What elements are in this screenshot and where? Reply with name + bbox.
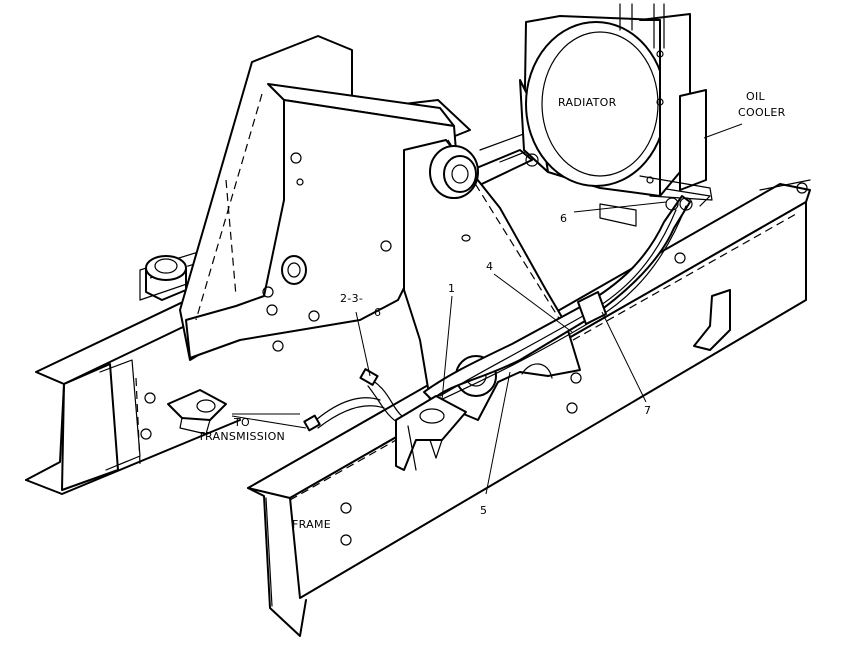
leader-lines	[231, 201, 667, 495]
text-labels: RADIATOR OIL COOLER TO TRANSMISSION FRAM…	[197, 90, 786, 531]
hose-assembly	[423, 195, 693, 405]
a-frame-support	[179, 35, 471, 361]
callout-7: 7	[644, 404, 651, 417]
label-radiator: RADIATOR	[558, 96, 617, 109]
label-oil-cooler-line2: COOLER	[738, 106, 786, 119]
callout-2-3-6-tail: 6	[374, 306, 381, 319]
callout-6: 6	[560, 212, 567, 225]
label-frame: FRAME	[292, 518, 331, 531]
callout-1: 1	[448, 282, 455, 295]
label-oil-cooler-line1: OIL	[746, 90, 766, 103]
oil-cooler	[639, 89, 743, 201]
callout-5: 5	[480, 504, 487, 517]
label-transmission: TRANSMISSION	[197, 430, 285, 443]
mounting-bracket	[395, 395, 467, 471]
transmission-mount-pad	[167, 389, 227, 435]
radiator	[519, 3, 691, 227]
label-to: TO	[233, 416, 250, 429]
callout-2-3: 2-3-	[340, 292, 363, 305]
callout-4: 4	[486, 260, 493, 273]
